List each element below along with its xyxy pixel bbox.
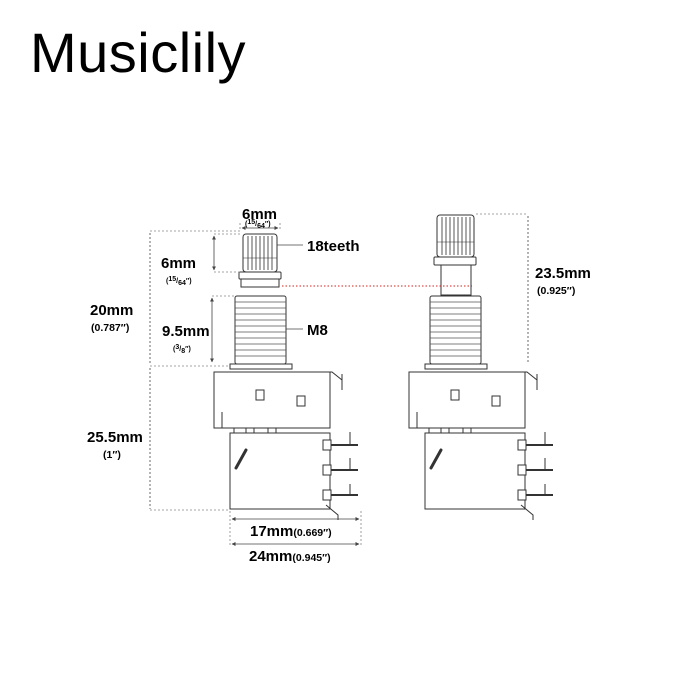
width-outer-label: 24mm(0.945″) xyxy=(249,548,331,565)
left-pot-body xyxy=(229,432,358,520)
bushing-height-fraction: (3/8″) xyxy=(173,344,191,355)
knurl-height-label: 6mm xyxy=(161,255,196,272)
teeth-label: 18teeth xyxy=(307,238,360,255)
left-threaded-bushing xyxy=(229,295,293,370)
thread-label: M8 xyxy=(307,322,328,339)
push-height-label: 23.5mm xyxy=(535,265,591,282)
left-switch-housing xyxy=(213,371,343,437)
brand-title: Musiclily xyxy=(30,21,247,84)
bushing-height-den: 8 xyxy=(181,348,185,355)
knurl-height-num: 15 xyxy=(168,276,176,283)
right-potentiometer xyxy=(408,214,553,520)
shaft-width-num: 15 xyxy=(247,219,255,226)
dimension-lines xyxy=(149,213,529,546)
body-height-sub: (1″) xyxy=(103,449,121,461)
total-shaft-sub: (0.787″) xyxy=(91,322,129,334)
left-potentiometer xyxy=(213,233,358,520)
right-threaded-bushing xyxy=(424,295,488,370)
shaft-width-fraction: (15/64″) xyxy=(245,219,271,230)
width-inner-label: 17mm(0.669″) xyxy=(250,523,332,540)
push-height-sub: (0.925″) xyxy=(537,285,575,297)
left-knurled-shaft xyxy=(238,233,282,288)
right-pot-body xyxy=(424,432,553,520)
shaft-width-label: 6mm xyxy=(242,206,277,223)
right-switch-housing xyxy=(408,371,538,437)
total-shaft-label: 20mm xyxy=(90,302,133,319)
bushing-height-num: 3 xyxy=(175,344,179,351)
knurl-height-fraction: (15/64″) xyxy=(166,276,192,287)
right-knurled-shaft xyxy=(433,214,477,296)
body-height-label: 25.5mm xyxy=(87,429,143,446)
bushing-height-label: 9.5mm xyxy=(162,323,210,340)
knurl-height-den: 64 xyxy=(178,280,186,287)
shaft-width-den: 64 xyxy=(257,223,265,230)
